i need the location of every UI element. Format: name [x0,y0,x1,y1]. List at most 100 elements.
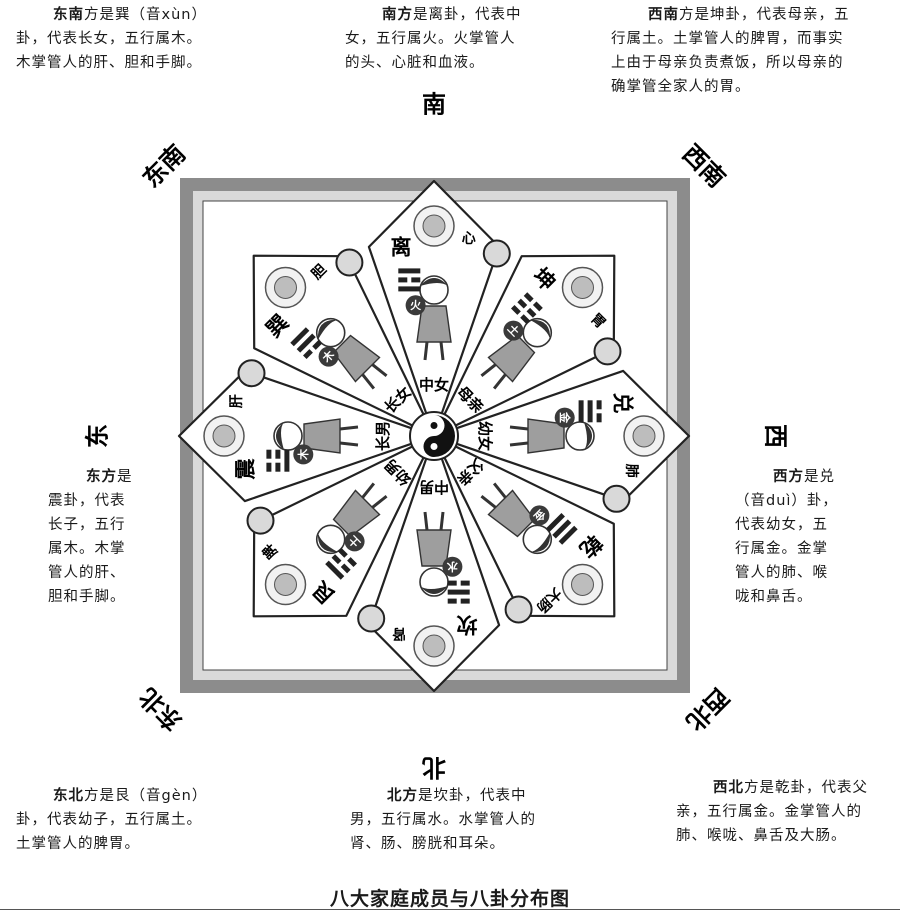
trigram-yin-line [347,557,358,567]
desc-line: 咙和鼻舌。 [735,589,813,605]
trigram-yang-line [296,333,316,353]
trigram-yin-line [596,400,602,410]
member-label: 幼女 [476,421,494,451]
trigram-yin-line [517,298,528,309]
figure-hair [584,422,592,450]
yin-yang-icon [409,411,459,461]
petal-notch [357,604,386,633]
desc-line: 亲，五行属金。金掌管人的 [676,804,862,820]
trigram-yang-line [552,519,572,539]
figure-hair [317,532,338,553]
stomach-icon [561,266,604,309]
element-label: 金 [558,411,572,424]
trigram-yang-line [284,449,290,472]
desc-line: 震卦，代表 [48,493,126,509]
organ-label: 肺 [623,464,639,478]
desc-east-dir: 东方 [86,469,117,485]
desc-line: 方是乾卦，代表父 [744,780,868,796]
petal-southwest: 坤土胃母亲 [443,254,622,427]
gua-name: 坎 [457,613,478,638]
trigram-yin-line [532,301,543,312]
trigram-symbol [447,580,470,604]
desc-south-dir: 南方 [382,7,413,23]
figure-leg [339,425,359,431]
desc-line: 土掌管人的脾胃。 [16,836,140,852]
trigram-yang-line [587,400,593,423]
desc-line: 确掌管全家人的胃。 [611,79,751,95]
trigram-yin-line [266,462,272,472]
desc-line: 是坎卦，代表中 [418,788,527,804]
desc-line: 行属土。土掌管人的脾胃，而事实 [611,31,844,47]
eldest-daughter-icon [315,317,388,390]
desc-southeast: 东南方是巽（音xùn） 卦，代表长女，五行属木。 木掌管人的肝、胆和手脚。 [16,3,246,75]
element-label: 水 [446,560,458,574]
desc-line: 代表幼女，五 [735,517,828,533]
trigram-yin-line [275,449,281,459]
element-badge-circle [554,407,575,428]
figure-leg [480,363,497,378]
figure-leg [361,373,376,390]
desc-west-dir: 西方 [773,469,804,485]
direction-label-south: 南 [422,90,446,119]
petal-notch [482,239,511,268]
liver-icon [203,415,245,457]
middle-daughter-icon [416,275,452,361]
trigram-yang-line [398,286,421,292]
desc-south: 南方是离卦，代表中 女，五行属火。火掌管人 的头、心脏和血液。 [345,3,555,75]
direction-label-east: 东 [83,424,112,448]
trigram-symbol [510,292,543,325]
figure-leg [492,482,507,499]
desc-north: 北方是坎卦，代表中 男，五行属水。水掌管人的 肾、肠、膀胱和耳朵。 [350,784,570,856]
desc-line: 方是坤卦，代表母亲，五 [679,7,850,23]
gua-name: 震 [232,458,257,480]
organ-label: 肾 [392,625,406,641]
trigram-yang-line [545,512,565,533]
element-badge: 土 [344,531,365,552]
gua-name: 兑 [611,393,636,414]
trigram-yin-line [312,339,323,350]
element-badge: 金 [529,505,550,526]
figure-body [416,305,452,343]
desc-east: 东方是 震卦，代表 长子，五行 属木。木掌 管人的肝、 胆和手脚。 [48,465,158,609]
heart-icon [413,205,455,247]
organ-shape [274,276,297,299]
member-label: 中女 [419,376,449,394]
figure-leg [439,511,445,531]
lungs-icon [623,415,665,457]
desc-line: 方是艮（音gèn） [84,788,208,804]
organ-shape [422,634,446,658]
desc-north-dir: 北方 [387,788,418,804]
intestine-icon [561,563,604,606]
figure-leg [361,482,376,499]
direction-label-west: 西 [762,424,791,448]
figure-leg [492,373,507,390]
figure-hair [530,319,551,340]
petal-notch [237,359,266,388]
trigram-yin-line [523,292,534,303]
element-badge: 木 [293,444,314,465]
figure-leg [339,441,359,447]
figure-body [487,334,536,383]
figure-body [416,529,452,567]
desc-line: 管人的肺、喉 [735,565,828,581]
trigram-yin-line [411,277,421,283]
figure-body [527,418,565,454]
figure-body [487,489,536,538]
gallbladder-icon [264,266,307,309]
trigram-yin-line [460,598,470,604]
trigram-yin-line [596,413,602,423]
direction-label-north: 北 [422,754,446,783]
trigram-yang-line [398,268,421,274]
desc-line: 管人的肝、 [48,565,126,581]
figure-body [303,418,341,454]
trigram-yang-line [558,525,578,545]
trigram-yin-line [510,305,521,315]
desc-southeast-dir: 东南 [53,7,84,23]
element-label: 木 [296,448,310,461]
organ-shape [632,424,656,448]
